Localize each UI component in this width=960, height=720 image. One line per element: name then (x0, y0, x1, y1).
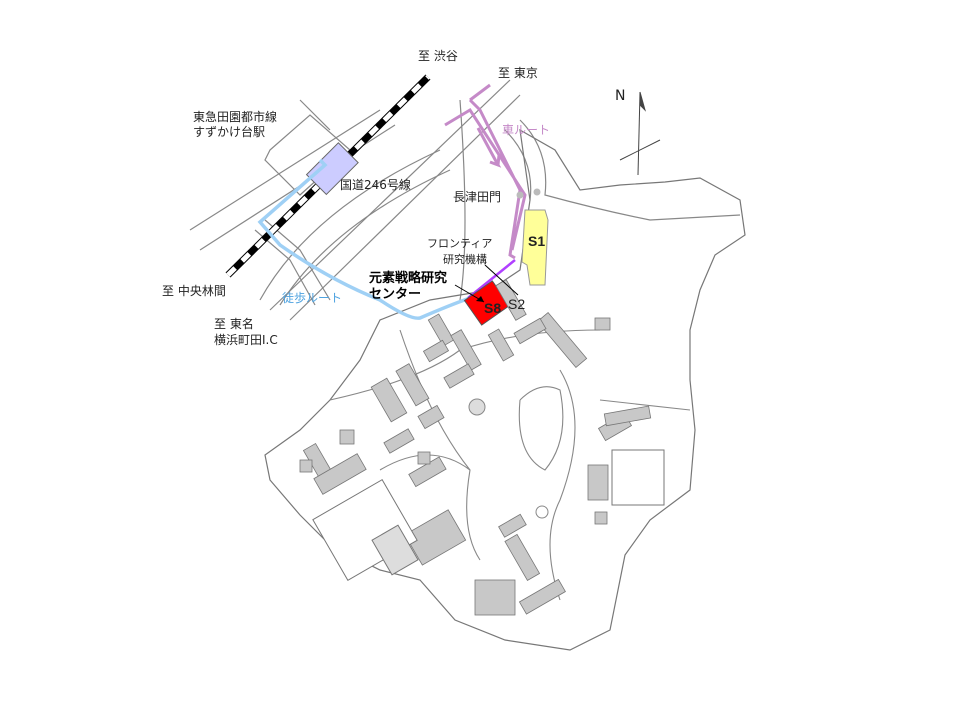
label-s1: S1 (528, 233, 546, 249)
campus-buildings (299, 279, 652, 616)
label-north: N (615, 88, 626, 104)
label-station-line: 東急田園都市線 (193, 110, 278, 124)
campus-boundary (264, 128, 746, 651)
label-frontier-1: フロンティア (427, 237, 493, 250)
label-element-center-1: 元素戦略研究 (369, 271, 448, 286)
label-element-center-2: センター (369, 287, 422, 302)
label-station-name: すずかけ台駅 (193, 125, 266, 139)
station-building (305, 142, 359, 196)
label-s2: S2 (508, 296, 526, 312)
walk-route-line (257, 158, 471, 320)
label-s8: S8 (484, 300, 502, 316)
label-route-246: 国道246号線 (340, 178, 411, 192)
north-arrow-icon (619, 91, 661, 176)
label-to-tomei-2: 横浜町田I.C (214, 333, 278, 347)
label-walk-route: 徒歩ルート (282, 291, 343, 305)
car-route-line (444, 83, 527, 260)
label-frontier-2: 研究機構 (443, 253, 487, 266)
open-fields (312, 449, 665, 581)
label-nagatsuta-gate: 長津田門 (453, 190, 502, 204)
label-to-shibuya: 至 渋谷 (418, 49, 458, 63)
label-to-chuorinkan: 至 中央林間 (162, 284, 226, 298)
building-s1 (521, 209, 549, 286)
label-to-tokyo: 至 東京 (498, 66, 538, 80)
label-to-tomei-1: 至 東名 (214, 317, 254, 331)
label-car-route: 車ルート (502, 123, 551, 137)
